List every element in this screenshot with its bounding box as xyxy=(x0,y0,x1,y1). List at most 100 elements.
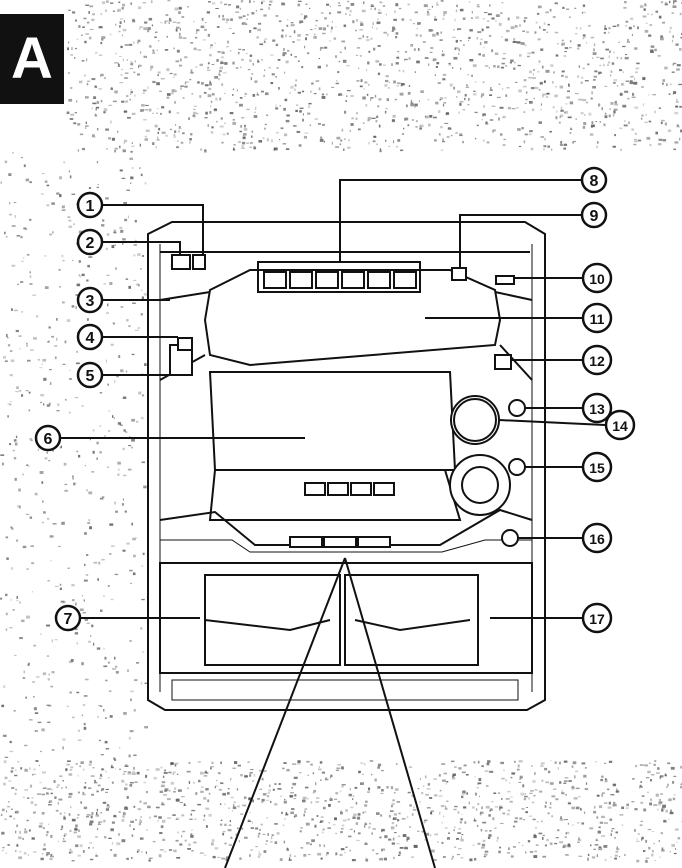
disc-button-1[interactable] xyxy=(263,271,287,289)
disc-button-3[interactable] xyxy=(315,271,339,289)
noise-speck xyxy=(339,853,343,857)
noise-speck xyxy=(50,792,53,795)
noise-speck xyxy=(103,111,106,114)
noise-speck xyxy=(160,113,162,115)
tuner-button-3[interactable] xyxy=(350,482,372,496)
disc-button-2[interactable] xyxy=(289,271,313,289)
noise-speck xyxy=(391,30,394,32)
mode-button-bottom[interactable] xyxy=(508,458,526,476)
noise-speck xyxy=(54,345,58,347)
noise-speck xyxy=(164,769,166,772)
noise-speck xyxy=(211,93,215,96)
noise-speck xyxy=(651,13,653,16)
noise-speck xyxy=(48,673,50,676)
noise-speck xyxy=(648,120,652,123)
noise-speck xyxy=(44,255,47,257)
headphone-jack[interactable] xyxy=(501,529,519,547)
noise-speck xyxy=(74,112,77,114)
noise-speck xyxy=(170,781,175,785)
noise-speck xyxy=(136,283,139,286)
noise-speck xyxy=(68,813,71,816)
noise-speck xyxy=(92,102,97,105)
noise-speck xyxy=(658,801,663,804)
noise-speck xyxy=(167,93,171,96)
noise-speck xyxy=(118,833,120,836)
callout-15: 15 xyxy=(581,451,613,483)
power-button[interactable] xyxy=(192,254,206,270)
noise-speck xyxy=(639,787,641,789)
noise-speck xyxy=(555,116,558,120)
noise-speck xyxy=(100,73,104,77)
noise-speck xyxy=(165,134,168,137)
noise-speck xyxy=(649,144,652,147)
noise-speck xyxy=(69,378,72,380)
noise-speck xyxy=(10,401,12,403)
noise-speck xyxy=(108,410,111,412)
noise-speck xyxy=(338,93,342,96)
open-close-button[interactable] xyxy=(451,267,467,281)
deck-button-3[interactable] xyxy=(357,536,391,548)
noise-speck xyxy=(607,31,610,34)
noise-speck xyxy=(245,52,248,55)
noise-speck xyxy=(546,31,548,33)
noise-speck xyxy=(353,830,355,833)
noise-speck xyxy=(143,27,148,31)
noise-speck xyxy=(576,806,580,810)
noise-speck xyxy=(131,857,133,859)
noise-speck xyxy=(491,17,495,20)
deck-button-2[interactable] xyxy=(323,536,357,548)
noise-speck xyxy=(49,233,53,236)
noise-speck xyxy=(679,105,682,108)
disc-button-4[interactable] xyxy=(341,271,365,289)
noise-speck xyxy=(119,21,122,24)
noise-speck xyxy=(89,760,92,764)
noise-speck xyxy=(16,596,18,599)
noise-speck xyxy=(534,789,538,791)
noise-speck xyxy=(671,71,675,73)
noise-speck xyxy=(1,808,5,812)
noise-speck xyxy=(155,145,157,149)
noise-speck xyxy=(222,14,224,18)
deck-button-1[interactable] xyxy=(289,536,323,548)
noise-speck xyxy=(42,521,44,524)
disc-button-6[interactable] xyxy=(393,271,417,289)
noise-speck xyxy=(293,125,297,127)
eject-button[interactable] xyxy=(494,354,512,370)
noise-speck xyxy=(323,844,326,848)
noise-speck xyxy=(527,55,530,58)
noise-speck xyxy=(75,824,78,828)
noise-speck xyxy=(14,774,18,777)
noise-speck xyxy=(106,233,110,236)
tuner-button-4[interactable] xyxy=(373,482,395,496)
noise-speck xyxy=(31,562,35,565)
tuner-button-1[interactable] xyxy=(304,482,326,496)
noise-speck xyxy=(162,838,166,841)
noise-speck xyxy=(435,101,439,105)
noise-speck xyxy=(108,661,110,664)
noise-speck xyxy=(122,238,126,241)
noise-speck xyxy=(120,18,124,20)
noise-speck xyxy=(4,360,8,362)
mode-switch[interactable] xyxy=(177,337,193,351)
noise-speck xyxy=(92,767,95,769)
noise-speck xyxy=(134,94,136,97)
noise-speck xyxy=(109,33,112,36)
tuner-button-2[interactable] xyxy=(327,482,349,496)
standby-button[interactable] xyxy=(171,254,191,270)
noise-speck xyxy=(659,856,661,858)
noise-speck xyxy=(232,32,235,34)
noise-speck xyxy=(262,833,266,835)
noise-speck xyxy=(58,545,61,548)
noise-speck xyxy=(559,841,564,844)
noise-speck xyxy=(570,128,573,130)
noise-speck xyxy=(155,806,160,809)
noise-speck xyxy=(561,789,563,793)
noise-speck xyxy=(131,142,133,144)
noise-speck xyxy=(639,784,642,787)
noise-speck xyxy=(95,853,97,856)
noise-speck xyxy=(78,25,81,28)
mode-button-top[interactable] xyxy=(508,399,526,417)
disc-button-5[interactable] xyxy=(367,271,391,289)
noise-speck xyxy=(49,369,52,371)
noise-speck xyxy=(363,1,365,5)
